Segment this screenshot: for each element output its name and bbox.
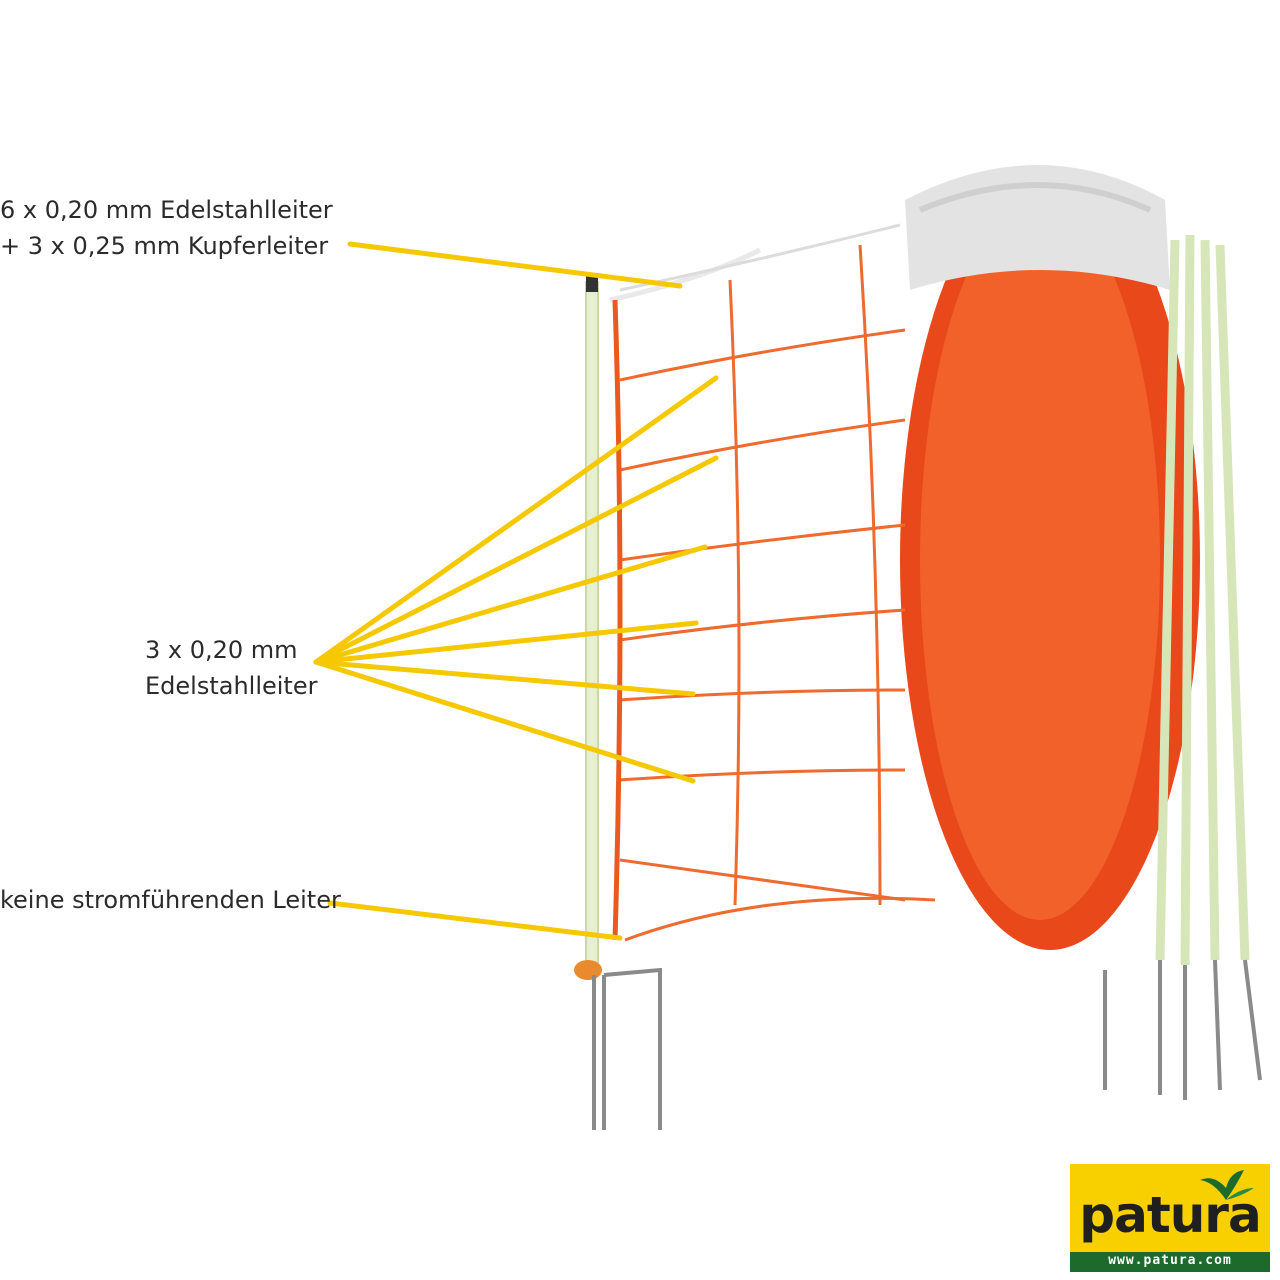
- logo-url: www.patura.com: [1108, 1253, 1232, 1268]
- label-middle: 3 x 0,20 mm Edelstahlleiter: [145, 632, 317, 704]
- label-top: 6 x 0,20 mm Edelstahlleiter + 3 x 0,25 m…: [0, 192, 333, 264]
- leader-bottom: [327, 900, 623, 941]
- label-middle-line-1: 3 x 0,20 mm: [145, 636, 298, 664]
- logo-url-bar: www.patura.com: [1070, 1252, 1270, 1272]
- main-post: [574, 276, 662, 1130]
- leader-mid-1: [313, 375, 719, 665]
- leader-mid-3: [313, 544, 708, 665]
- label-middle-line-2: Edelstahlleiter: [145, 672, 318, 700]
- label-bottom: keine stromführenden Leiter: [0, 886, 341, 914]
- leader-lines: [313, 241, 719, 941]
- leader-mid-5: [313, 659, 696, 697]
- label-top-line-2: + 3 x 0,25 mm Kupferleiter: [0, 232, 329, 260]
- rolled-net-bundle: [900, 165, 1200, 950]
- leader-mid-6: [313, 659, 696, 784]
- leaf-icon: [1200, 1170, 1254, 1200]
- patura-logo: patura www.patura.com: [1070, 1164, 1270, 1272]
- leader-mid-4: [313, 620, 699, 665]
- post-spikes-stack: [1103, 959, 1262, 1100]
- stacked-posts: [1155, 234, 1250, 966]
- net-mesh: [609, 223, 936, 942]
- label-top-line-1: 6 x 0,20 mm Edelstahlleiter: [0, 196, 333, 224]
- leader-top: [347, 241, 683, 289]
- logo-brand: patura: [1079, 1186, 1261, 1244]
- leader-mid-2: [313, 455, 719, 665]
